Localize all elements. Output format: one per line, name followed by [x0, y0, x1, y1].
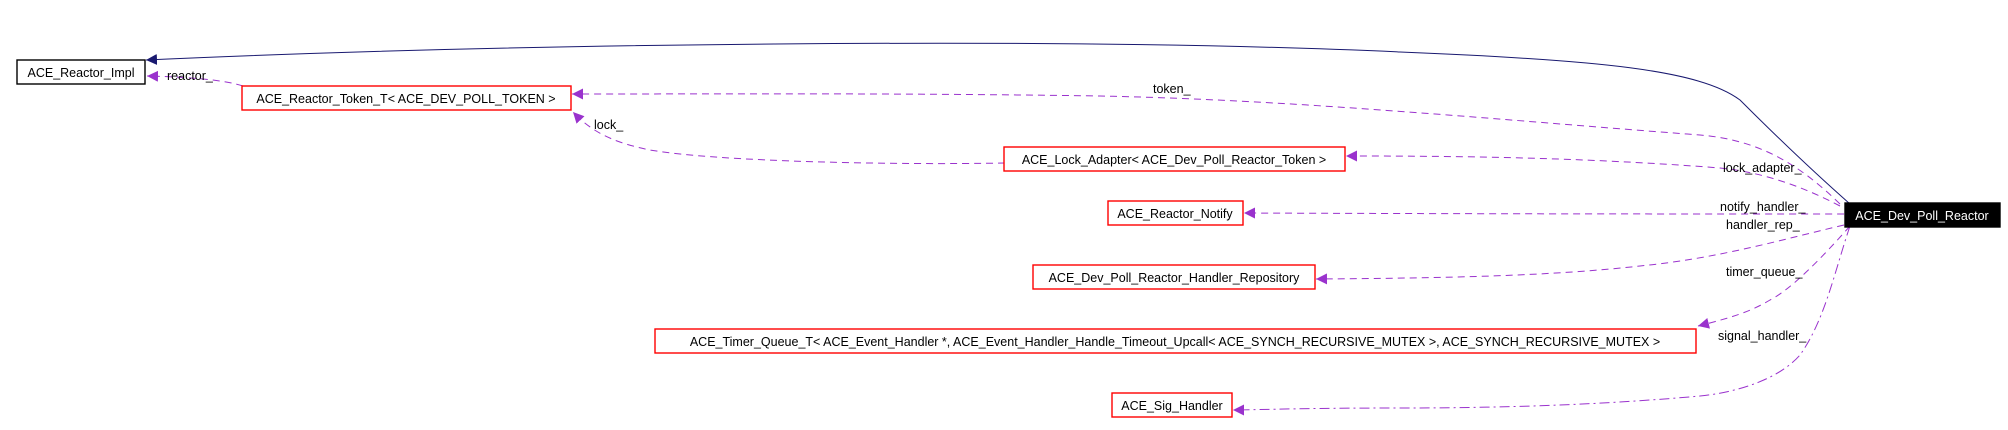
svg-text:ACE_Sig_Handler: ACE_Sig_Handler: [1121, 399, 1222, 413]
svg-text:ACE_Reactor_Impl: ACE_Reactor_Impl: [28, 66, 135, 80]
svg-text:ACE_Reactor_Token_T< ACE_DEV_P: ACE_Reactor_Token_T< ACE_DEV_POLL_TOKEN …: [256, 92, 555, 106]
edge-inherits-reactor-impl: [145, 42, 1851, 205]
node-ace-reactor-token[interactable]: ACE_Reactor_Token_T< ACE_DEV_POLL_TOKEN …: [241, 85, 572, 111]
edge-reactor: [146, 70, 244, 87]
edge-label-reactor: reactor_: [167, 69, 214, 83]
node-ace-reactor-notify[interactable]: ACE_Reactor_Notify: [1107, 200, 1244, 226]
node-ace-dev-poll-reactor-handler-repository[interactable]: ACE_Dev_Poll_Reactor_Handler_Repository: [1032, 264, 1316, 290]
edge-notify-handler: [1243, 207, 1845, 219]
edge-lock: [572, 111, 1006, 165]
edge-signal-handler: [1232, 225, 1851, 416]
node-ace-dev-poll-reactor[interactable]: ACE_Dev_Poll_Reactor: [1844, 202, 2001, 228]
edge-label-signal-handler: signal_handler_: [1718, 329, 1807, 343]
edge-label-token: token_: [1153, 82, 1192, 96]
svg-text:ACE_Dev_Poll_Reactor_Handler_R: ACE_Dev_Poll_Reactor_Handler_Repository: [1049, 271, 1301, 285]
svg-text:ACE_Lock_Adapter< ACE_Dev_Poll: ACE_Lock_Adapter< ACE_Dev_Poll_Reactor_T…: [1022, 153, 1326, 167]
svg-text:ACE_Reactor_Notify: ACE_Reactor_Notify: [1117, 207, 1233, 221]
node-ace-sig-handler[interactable]: ACE_Sig_Handler: [1111, 392, 1233, 418]
edge-label-lock: lock_: [594, 118, 624, 132]
edge-lock-adapter: [1345, 150, 1841, 207]
edge-timer-queue: [1697, 225, 1851, 329]
edge-label-handler-rep: handler_rep_: [1726, 218, 1801, 232]
svg-text:ACE_Timer_Queue_T< ACE_Event_H: ACE_Timer_Queue_T< ACE_Event_Handler *, …: [690, 335, 1660, 349]
edge-token: [571, 88, 1841, 205]
edge-label-notify-handler: notify_handler_: [1720, 200, 1807, 214]
edge-label-timer-queue: timer_queue_: [1726, 265, 1803, 279]
svg-text:ACE_Dev_Poll_Reactor: ACE_Dev_Poll_Reactor: [1855, 209, 1988, 223]
edge-handler-rep: [1315, 224, 1845, 285]
edge-label-lock-adapter: lock_adapter_: [1723, 161, 1803, 175]
node-ace-lock-adapter[interactable]: ACE_Lock_Adapter< ACE_Dev_Poll_Reactor_T…: [1003, 146, 1346, 172]
node-ace-timer-queue[interactable]: ACE_Timer_Queue_T< ACE_Event_Handler *, …: [654, 328, 1697, 354]
node-ace-reactor-impl[interactable]: ACE_Reactor_Impl: [16, 59, 146, 85]
